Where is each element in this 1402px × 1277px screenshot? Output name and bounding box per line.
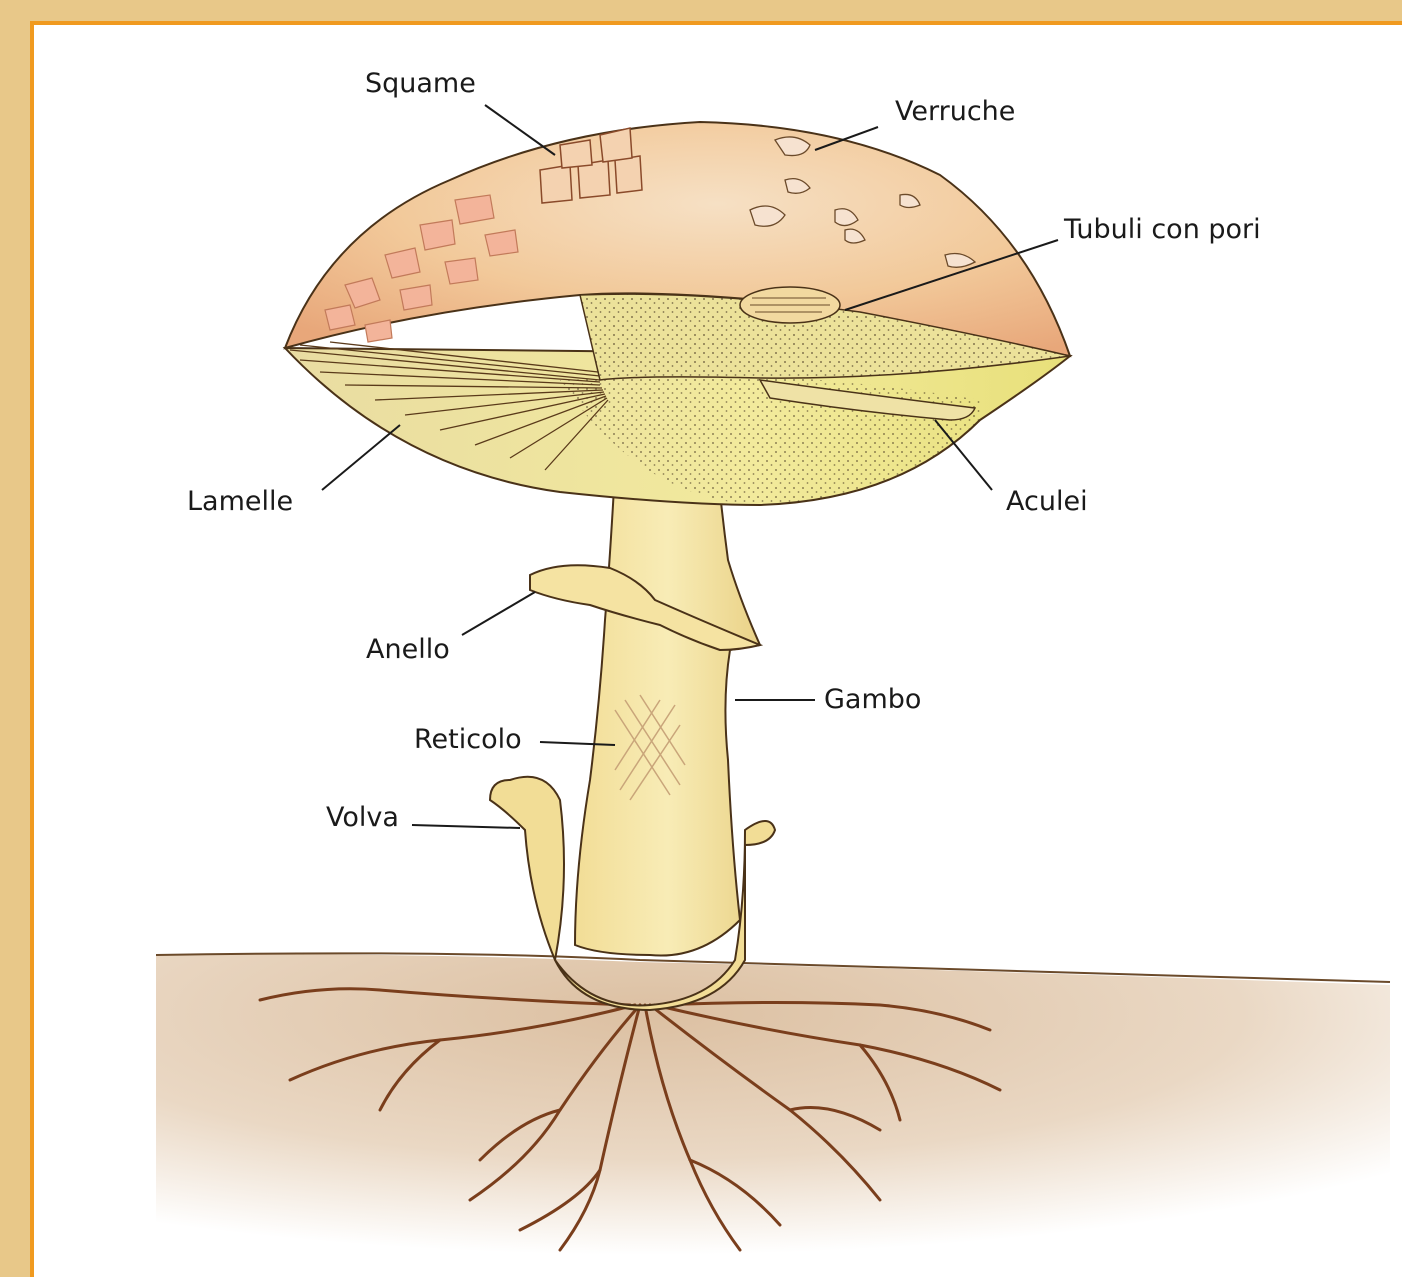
label-squame: Squame: [365, 70, 476, 97]
label-verruche: Verruche: [895, 98, 1015, 125]
soil: [156, 954, 1390, 1255]
label-aculei: Aculei: [1006, 488, 1088, 515]
label-tubuli: Tubuli con pori: [1064, 216, 1261, 243]
label-volva: Volva: [326, 804, 399, 831]
label-anello: Anello: [366, 636, 450, 663]
label-gambo: Gambo: [824, 686, 921, 713]
label-lamelle: Lamelle: [187, 488, 293, 515]
label-reticolo: Reticolo: [414, 726, 522, 753]
